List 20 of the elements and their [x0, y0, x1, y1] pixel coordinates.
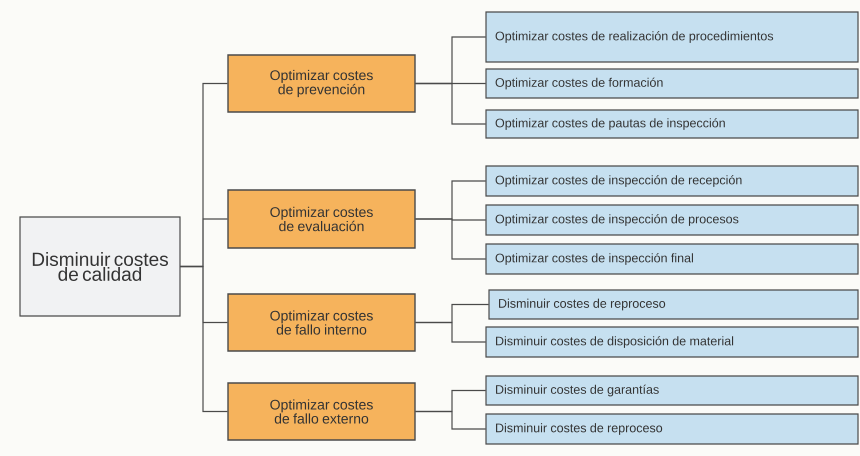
- connector: [416, 82, 486, 125]
- item-box: Disminuir costes de reproceso: [488, 289, 859, 320]
- category-box: Optimizar costes de fallo interno: [227, 293, 416, 352]
- item-box: Optimizar costes de inspección de procesos: [485, 204, 859, 236]
- category-box: Optimizar costes de fallo externo: [227, 382, 416, 441]
- connector: [416, 218, 486, 260]
- item-box: Optimizar costes de formación: [485, 68, 859, 99]
- category-box: Optimizar costes de prevención: [227, 54, 416, 113]
- item-box: Optimizar costes de inspección final: [485, 243, 859, 275]
- item-box: Optimizar costes de inspección de recepción: [485, 165, 859, 197]
- item-box: Disminuir costes de garantías: [485, 375, 859, 406]
- connector: [416, 410, 486, 430]
- connector: [180, 266, 228, 412]
- category-box: Optimizar costes de evaluación: [227, 189, 416, 249]
- item-box: Disminuir costes de reproceso: [485, 413, 859, 445]
- text-box: Disminuir costes de calidad: [19, 216, 181, 317]
- item-box: Optimizar costes de realización de procedimientos: [485, 11, 859, 63]
- item-box: Optimizar costes de pautas de inspección: [485, 109, 859, 139]
- item-box: Disminuir costes de disposición de material: [485, 326, 859, 358]
- connector: [416, 322, 486, 343]
